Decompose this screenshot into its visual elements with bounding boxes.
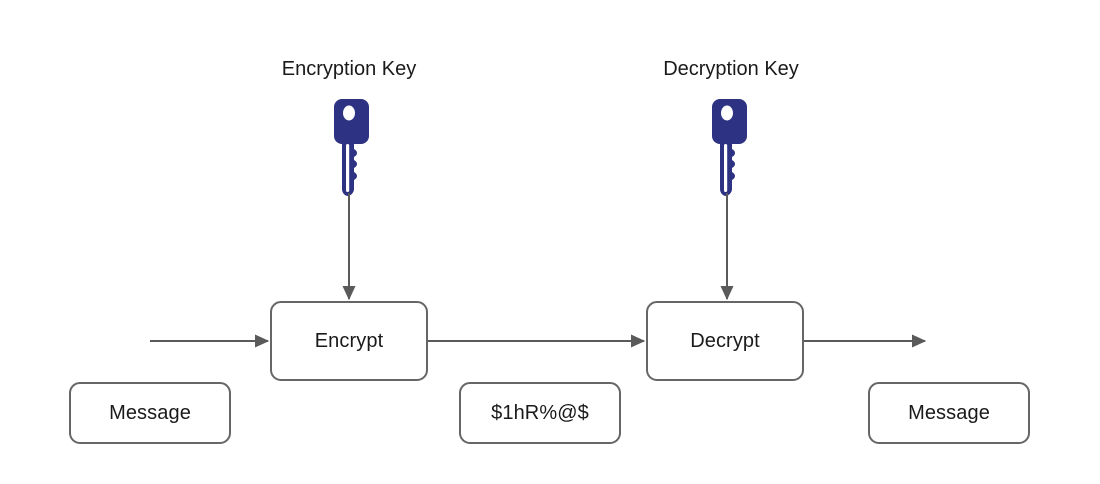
decryption-key-label: Decryption Key	[663, 58, 799, 80]
message-input-box[interactable]: Message	[69, 382, 231, 444]
encryption-key-icon	[331, 97, 371, 197]
encryption-key-label: Encryption Key	[281, 58, 417, 80]
decryption-key-icon	[709, 97, 749, 197]
ciphertext-box[interactable]: $1hR%@$	[459, 382, 621, 444]
decrypt-box[interactable]: Decrypt	[646, 301, 804, 381]
encrypt-box[interactable]: Encrypt	[270, 301, 428, 381]
message-output-box[interactable]: Message	[868, 382, 1030, 444]
